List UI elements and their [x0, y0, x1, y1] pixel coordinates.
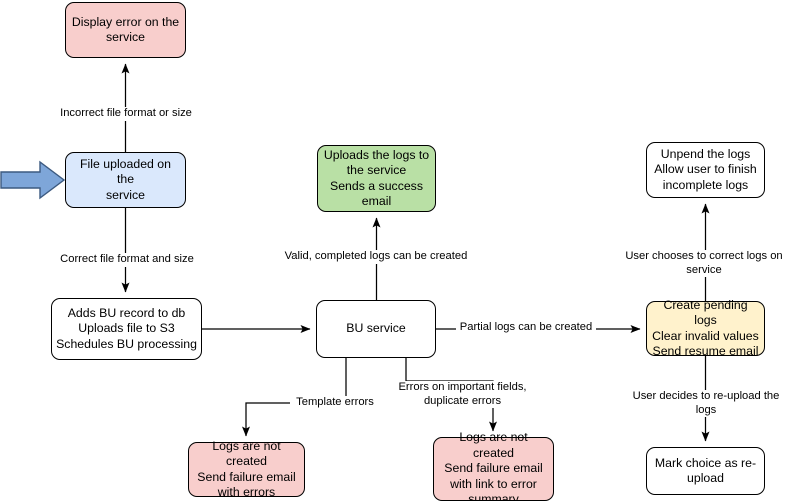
node-display-error-label: Display error on the service	[71, 14, 180, 44]
edge-label-user-corrects: User chooses to correct logs on service	[607, 250, 801, 277]
node-create-pending-logs-label: Create pending logs Clear invalid values…	[652, 297, 759, 358]
input-block-arrow	[0, 160, 66, 200]
node-display-error[interactable]: Display error on the service	[65, 2, 186, 58]
node-create-pending-logs[interactable]: Create pending logs Clear invalid values…	[646, 298, 765, 358]
edge-label-user-reuploads: User decides to re-upload the logs	[619, 390, 793, 417]
node-uploads-logs-label: Uploads the logs to the service Sends a …	[323, 147, 430, 208]
edge-label-valid-completed: Valid, completed logs can be created	[281, 250, 471, 264]
node-logs-not-created-template-label: Logs are not created Send failure email …	[197, 438, 296, 499]
node-logs-not-created-summary[interactable]: Logs are not created Send failure email …	[433, 430, 554, 501]
node-adds-bu-record-label: Adds BU record to db Uploads file to S3 …	[56, 305, 197, 351]
node-bu-service-label: BU service	[346, 321, 406, 336]
node-file-uploaded[interactable]: File uploaded on the service	[65, 152, 186, 208]
node-adds-bu-record[interactable]: Adds BU record to db Uploads file to S3 …	[51, 298, 202, 360]
edge-label-template-errors: Template errors	[290, 396, 380, 410]
node-unpend-logs-label: Unpend the logs Allow user to finish inc…	[654, 146, 757, 192]
node-unpend-logs[interactable]: Unpend the logs Allow user to finish inc…	[646, 142, 765, 198]
node-file-uploaded-label: File uploaded on the service	[80, 156, 171, 202]
node-logs-not-created-template[interactable]: Logs are not created Send failure email …	[188, 439, 305, 499]
edge-label-errors-important: Errors on important fields, duplicate er…	[390, 381, 535, 408]
node-bu-service[interactable]: BU service	[316, 300, 436, 358]
edge-label-correct-format: Correct file format and size	[54, 253, 200, 267]
edge-label-incorrect-format: Incorrect file format or size	[52, 107, 200, 121]
node-mark-choice-label: Mark choice as re- upload	[654, 455, 757, 485]
node-logs-not-created-summary-label: Logs are not created Send failure email …	[444, 430, 543, 501]
edge-label-partial-logs: Partial logs can be created	[456, 321, 596, 335]
node-mark-choice[interactable]: Mark choice as re- upload	[646, 447, 765, 495]
node-uploads-logs[interactable]: Uploads the logs to the service Sends a …	[317, 145, 436, 212]
